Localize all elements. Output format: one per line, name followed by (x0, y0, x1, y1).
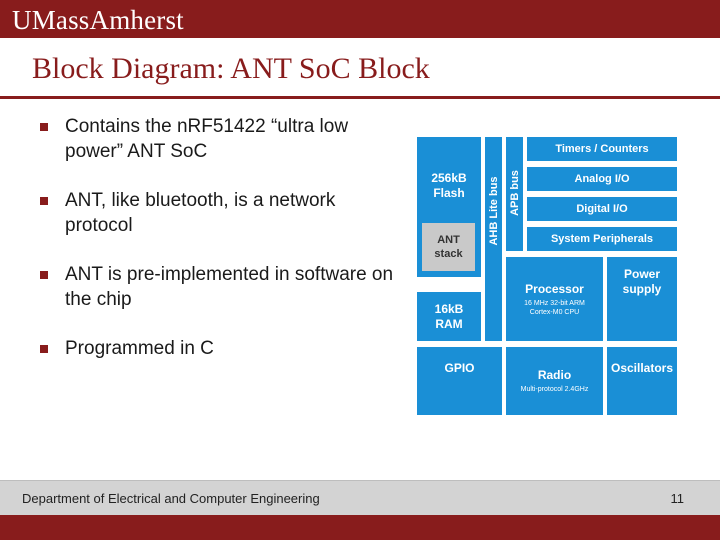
bullet-text: ANT is pre-implemented in software on th… (65, 264, 394, 310)
bullet-item: Contains the nRF51422 “ultra low power” … (40, 114, 400, 164)
ram-label: 16kB RAM (434, 301, 464, 331)
digital-io-block: Digital I/O (527, 197, 677, 221)
radio-detail: Multi-protocol 2.4GHz (520, 386, 589, 393)
processor-block: Processor 16 MHz 32-bit ARM Cortex-M0 CP… (506, 257, 603, 341)
power-supply-block: Power supply (607, 257, 677, 341)
soc-block-diagram: 256kB Flash ANT stack 16kB RAM AHB Lite … (415, 135, 685, 417)
bullet-text: Programmed in C (65, 338, 214, 359)
power-supply-label: Power supply (622, 267, 662, 296)
bullet-item: Programmed in C (40, 336, 400, 361)
bullet-item: ANT, like bluetooth, is a network protoc… (40, 188, 400, 238)
gpio-block: GPIO (417, 347, 502, 415)
digital-io-label: Digital I/O (576, 203, 628, 215)
oscillators-label: Oscillators (610, 361, 674, 375)
radio-block: Radio Multi-protocol 2.4GHz (506, 347, 603, 415)
analog-io-block: Analog I/O (527, 167, 677, 191)
ahb-bus-label: AHB Lite bus (488, 176, 500, 246)
title-divider (0, 96, 720, 99)
timers-counters-block: Timers / Counters (527, 137, 677, 161)
ant-stack-block: ANT stack (422, 223, 475, 271)
bullet-text: Contains the nRF51422 “ultra low power” … (65, 116, 349, 162)
ant-stack-label: ANT stack (434, 234, 463, 260)
system-peripherals-block: System Peripherals (527, 227, 677, 251)
bullet-marker-icon (40, 197, 48, 205)
gpio-label: GPIO (444, 361, 475, 375)
bottom-bar (0, 515, 720, 540)
apb-bus-block (506, 137, 523, 251)
header-bar: UMassAmherst (0, 0, 720, 38)
oscillators-block: Oscillators (607, 347, 677, 415)
bullet-item: ANT is pre-implemented in software on th… (40, 262, 400, 312)
bullet-text: ANT, like bluetooth, is a network protoc… (65, 190, 336, 236)
timers-counters-label: Timers / Counters (555, 143, 649, 155)
department-name: Department of Electrical and Computer En… (22, 491, 320, 506)
bullet-marker-icon (40, 345, 48, 353)
ahb-bus-block (485, 137, 502, 341)
ram-block: 16kB RAM (417, 292, 481, 341)
flash-label: 256kB Flash (431, 171, 467, 200)
apb-bus-label: APB bus (509, 170, 521, 216)
slide-title: Block Diagram: ANT SoC Block (32, 52, 430, 85)
system-peripherals-label: System Peripherals (550, 233, 654, 245)
bullet-marker-icon (40, 123, 48, 131)
processor-label: Processor (525, 281, 584, 296)
page-number: 11 (670, 491, 685, 506)
analog-io-label: Analog I/O (574, 173, 630, 185)
processor-detail: 16 MHz 32-bit ARM Cortex-M0 CPU (524, 299, 585, 316)
umass-amherst-logo: UMassAmherst (12, 5, 184, 35)
bullet-marker-icon (40, 271, 48, 279)
bullet-list: Contains the nRF51422 “ultra low power” … (40, 114, 400, 385)
footer-bar: Department of Electrical and Computer En… (0, 480, 720, 515)
radio-label: Radio (537, 368, 572, 382)
